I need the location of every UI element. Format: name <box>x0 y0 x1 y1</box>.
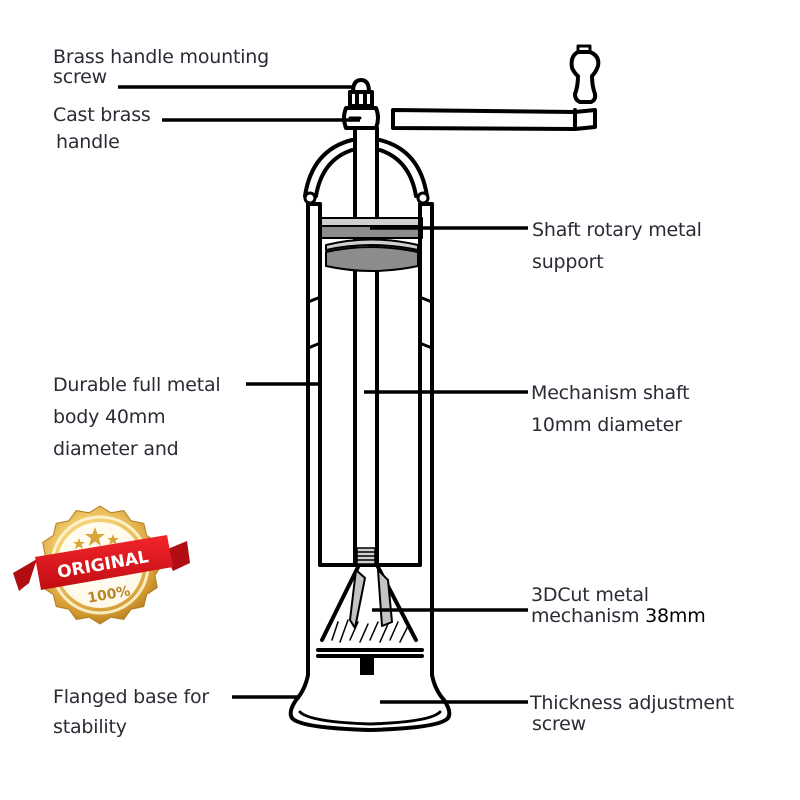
label-line: diameter and <box>53 438 179 460</box>
label-line: support <box>532 251 604 273</box>
label-line-text: mechanism <box>531 605 640 627</box>
badge-percent-text: 100% <box>86 583 131 606</box>
dome-cap <box>303 138 430 205</box>
label-body: Durable full metal body 40mm diameter an… <box>53 373 221 461</box>
label-line: body 40mm <box>53 406 166 428</box>
label-line: mechanism 38mm <box>531 604 706 628</box>
label-line: Durable full metal <box>53 374 221 396</box>
label-line: Mechanism shaft <box>531 382 690 404</box>
label-line: handle <box>56 131 120 153</box>
label-line: Flanged base for <box>53 686 209 708</box>
badge-ribbon <box>13 535 190 591</box>
shaft-support-part <box>319 217 423 272</box>
crank-arm <box>391 108 597 131</box>
label-mounting-screw: Brass handle mounting screw <box>53 45 269 89</box>
badge-stars <box>73 527 119 549</box>
mechanism-size: 38mm <box>645 605 706 627</box>
label-line: stability <box>53 716 127 738</box>
crank-knob <box>569 44 601 104</box>
leader-lines <box>118 85 528 704</box>
label-line: screw <box>53 66 107 88</box>
label-shaft: Mechanism shaft 10mm diameter <box>531 381 690 437</box>
label-line: Brass handle mounting <box>53 46 269 68</box>
label-base: Flanged base for stability <box>53 685 209 739</box>
grinder-body <box>306 202 434 677</box>
label-adjust-screw: Thickness adjustment screw <box>530 691 734 736</box>
label-cast-handle: Cast brass handle <box>53 103 151 154</box>
flanged-base <box>288 673 452 732</box>
cast-handle-hub <box>342 106 380 130</box>
original-badge: ORIGINAL 100% <box>13 505 190 625</box>
label-mechanism: 3DCut metal mechanism 38mm <box>531 583 706 628</box>
star-icon <box>73 538 85 549</box>
label-line: screw <box>532 713 586 735</box>
star-icon <box>85 527 105 546</box>
label-line: 10mm diameter <box>531 414 682 436</box>
label-shaft-support: Shaft rotary metal support <box>532 218 702 274</box>
label-line: 3DCut metal <box>531 584 649 606</box>
star-icon <box>107 534 119 545</box>
burr-mechanism <box>316 547 424 658</box>
label-line: Thickness adjustment <box>530 692 735 714</box>
label-line: Cast brass <box>53 104 151 126</box>
mechanism-shaft <box>353 126 379 564</box>
label-line: Shaft rotary metal <box>532 219 702 241</box>
mounting-screw-part <box>348 78 374 108</box>
